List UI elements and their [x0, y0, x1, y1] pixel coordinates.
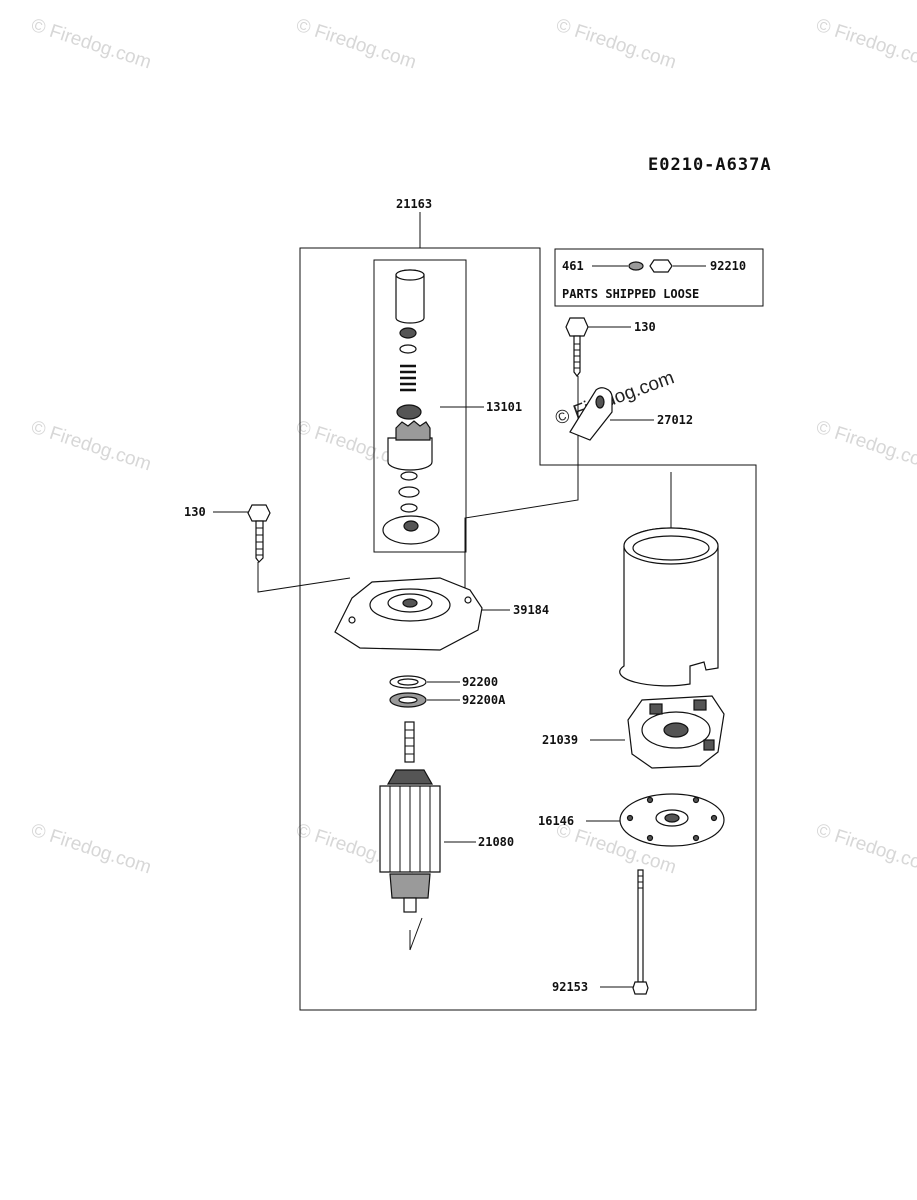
label-92200: 92200: [462, 675, 498, 689]
label-13101: 13101: [486, 400, 522, 414]
label-39184: 39184: [513, 603, 549, 617]
part-labels: 21163 461 92210 130 13101 27012 130 3918…: [184, 197, 746, 994]
watermark: © Firedog.com: [813, 820, 917, 879]
bolt-130-left: [247, 504, 271, 563]
label-27012: 27012: [657, 413, 693, 427]
label-21080: 21080: [478, 835, 514, 849]
diagram-code: E0210-A637A: [648, 155, 772, 175]
washer-461: [628, 261, 644, 271]
label-92200a: 92200A: [462, 693, 506, 707]
parts-shipped-loose-box: PARTS SHIPPED LOOSE: [554, 248, 764, 307]
watermark: © Firedog.com: [293, 15, 418, 74]
front-housing-39184: [334, 577, 483, 651]
pinion-assembly-13101: [382, 269, 440, 545]
bracket-hole: [595, 395, 605, 409]
watermark: © Firedog.com: [553, 15, 678, 74]
label-92210: 92210: [710, 259, 746, 273]
armature-21080: [379, 721, 441, 913]
parts-shipped-loose-note: PARTS SHIPPED LOOSE: [562, 287, 699, 301]
label-130-top: 130: [634, 320, 656, 334]
end-cover-16146: [619, 793, 725, 847]
label-92153: 92153: [552, 980, 588, 994]
watermark: © Firedog.com: [813, 417, 917, 476]
label-16146: 16146: [538, 814, 574, 828]
watermark-layer: © Firedog.com © Firedog.com © Firedog.co…: [28, 15, 917, 879]
watermark: © Firedog.com: [28, 417, 153, 476]
bolt-130-top: [565, 317, 589, 377]
brush-holder-21039: [627, 695, 725, 769]
label-461: 461: [562, 259, 584, 273]
assembly-frame: [299, 212, 757, 1011]
watermark: © Firedog.com: [28, 15, 153, 74]
label-130-left: 130: [184, 505, 206, 519]
label-21163: 21163: [396, 197, 432, 211]
leader-lines: [213, 326, 672, 988]
through-bolt-92153: [632, 869, 649, 995]
motor-yoke: [619, 527, 719, 687]
nut-92210: [649, 259, 673, 273]
label-21039: 21039: [542, 733, 578, 747]
watermark: © Firedog.com: [813, 15, 917, 74]
watermark: © Firedog.com: [28, 820, 153, 879]
